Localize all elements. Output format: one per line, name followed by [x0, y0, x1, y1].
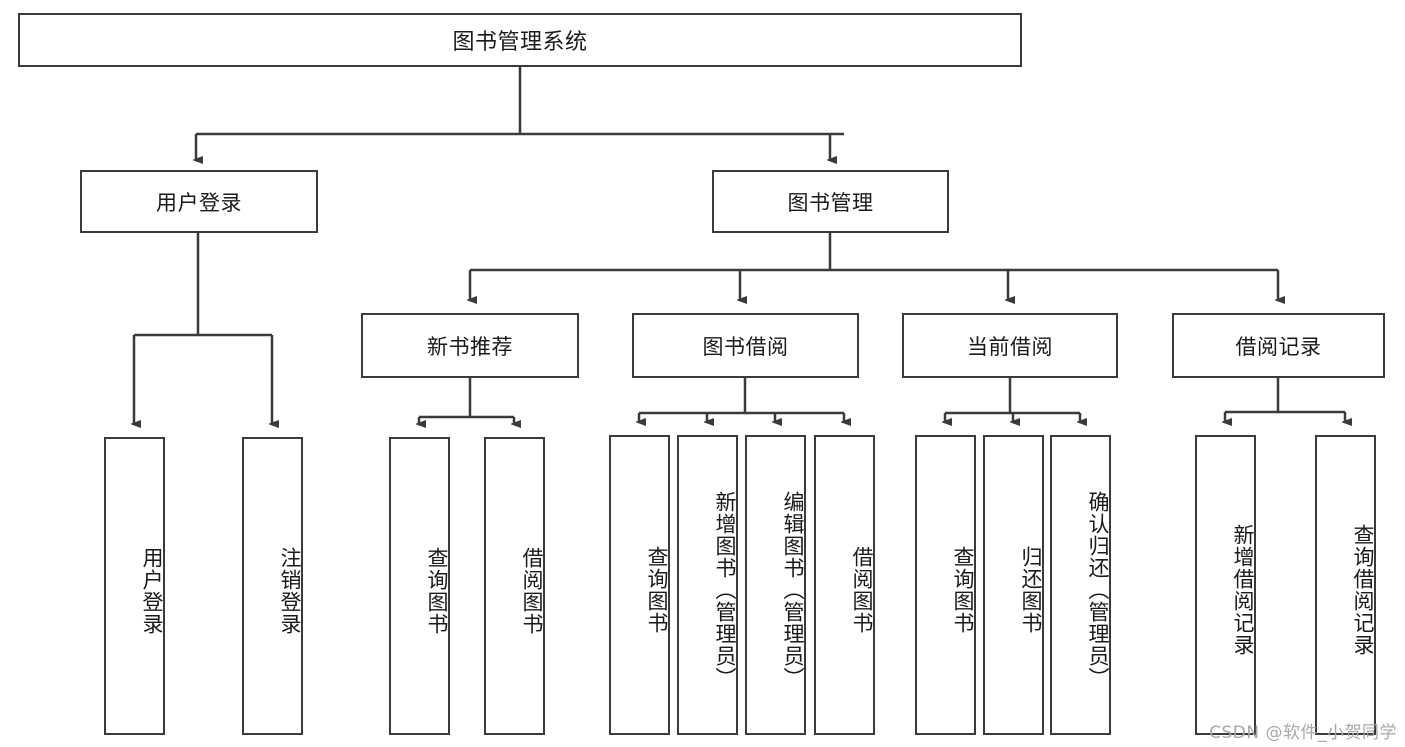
- leaf-user-login-signout[interactable]: 注销登录: [242, 437, 303, 735]
- leaf-record-query-record[interactable]: 查询借阅记录: [1315, 435, 1376, 735]
- leaf-label: 查询图书: [951, 546, 975, 634]
- node-current-borrow[interactable]: 当前借阅: [902, 313, 1118, 378]
- leaf-label: 用户登录: [140, 547, 164, 635]
- leaf-label: 借阅图书: [520, 547, 544, 635]
- leaf-label: 编辑图书（管理员）: [781, 491, 805, 689]
- leaf-label: 新增图书（管理员）: [713, 491, 737, 689]
- leaf-borrow-add-book-admin[interactable]: 新增图书（管理员）: [677, 435, 738, 735]
- leaf-current-query-book[interactable]: 查询图书: [915, 435, 976, 735]
- leaf-borrow-query-book[interactable]: 查询图书: [609, 435, 670, 735]
- node-new-book-recommend[interactable]: 新书推荐: [361, 313, 579, 378]
- node-user-login[interactable]: 用户登录: [80, 170, 318, 233]
- leaf-label: 确认归还（管理员）: [1086, 491, 1110, 689]
- leaf-label: 注销登录: [278, 547, 302, 635]
- leaf-recommend-borrow-book[interactable]: 借阅图书: [484, 437, 545, 735]
- leaf-user-login-signin[interactable]: 用户登录: [104, 437, 165, 735]
- leaf-label: 查询图书: [425, 547, 449, 635]
- node-root-system[interactable]: 图书管理系统: [18, 13, 1022, 67]
- leaf-label: 新增借阅记录: [1231, 524, 1255, 656]
- leaf-recommend-query-book[interactable]: 查询图书: [389, 437, 450, 735]
- leaf-record-add-record[interactable]: 新增借阅记录: [1195, 435, 1256, 735]
- leaf-current-confirm-return-admin[interactable]: 确认归还（管理员）: [1050, 435, 1111, 735]
- node-book-borrow[interactable]: 图书借阅: [632, 313, 859, 378]
- node-book-management[interactable]: 图书管理: [712, 170, 949, 233]
- node-borrow-record[interactable]: 借阅记录: [1172, 313, 1385, 378]
- leaf-label: 归还图书: [1019, 546, 1043, 634]
- leaf-borrow-borrow-book[interactable]: 借阅图书: [814, 435, 875, 735]
- leaf-label: 借阅图书: [850, 546, 874, 634]
- leaf-borrow-edit-book-admin[interactable]: 编辑图书（管理员）: [745, 435, 806, 735]
- leaf-label: 查询图书: [645, 546, 669, 634]
- leaf-current-return-book[interactable]: 归还图书: [983, 435, 1044, 735]
- leaf-label: 查询借阅记录: [1351, 524, 1375, 656]
- watermark-text: CSDN @软件_小贺同学: [1209, 723, 1397, 743]
